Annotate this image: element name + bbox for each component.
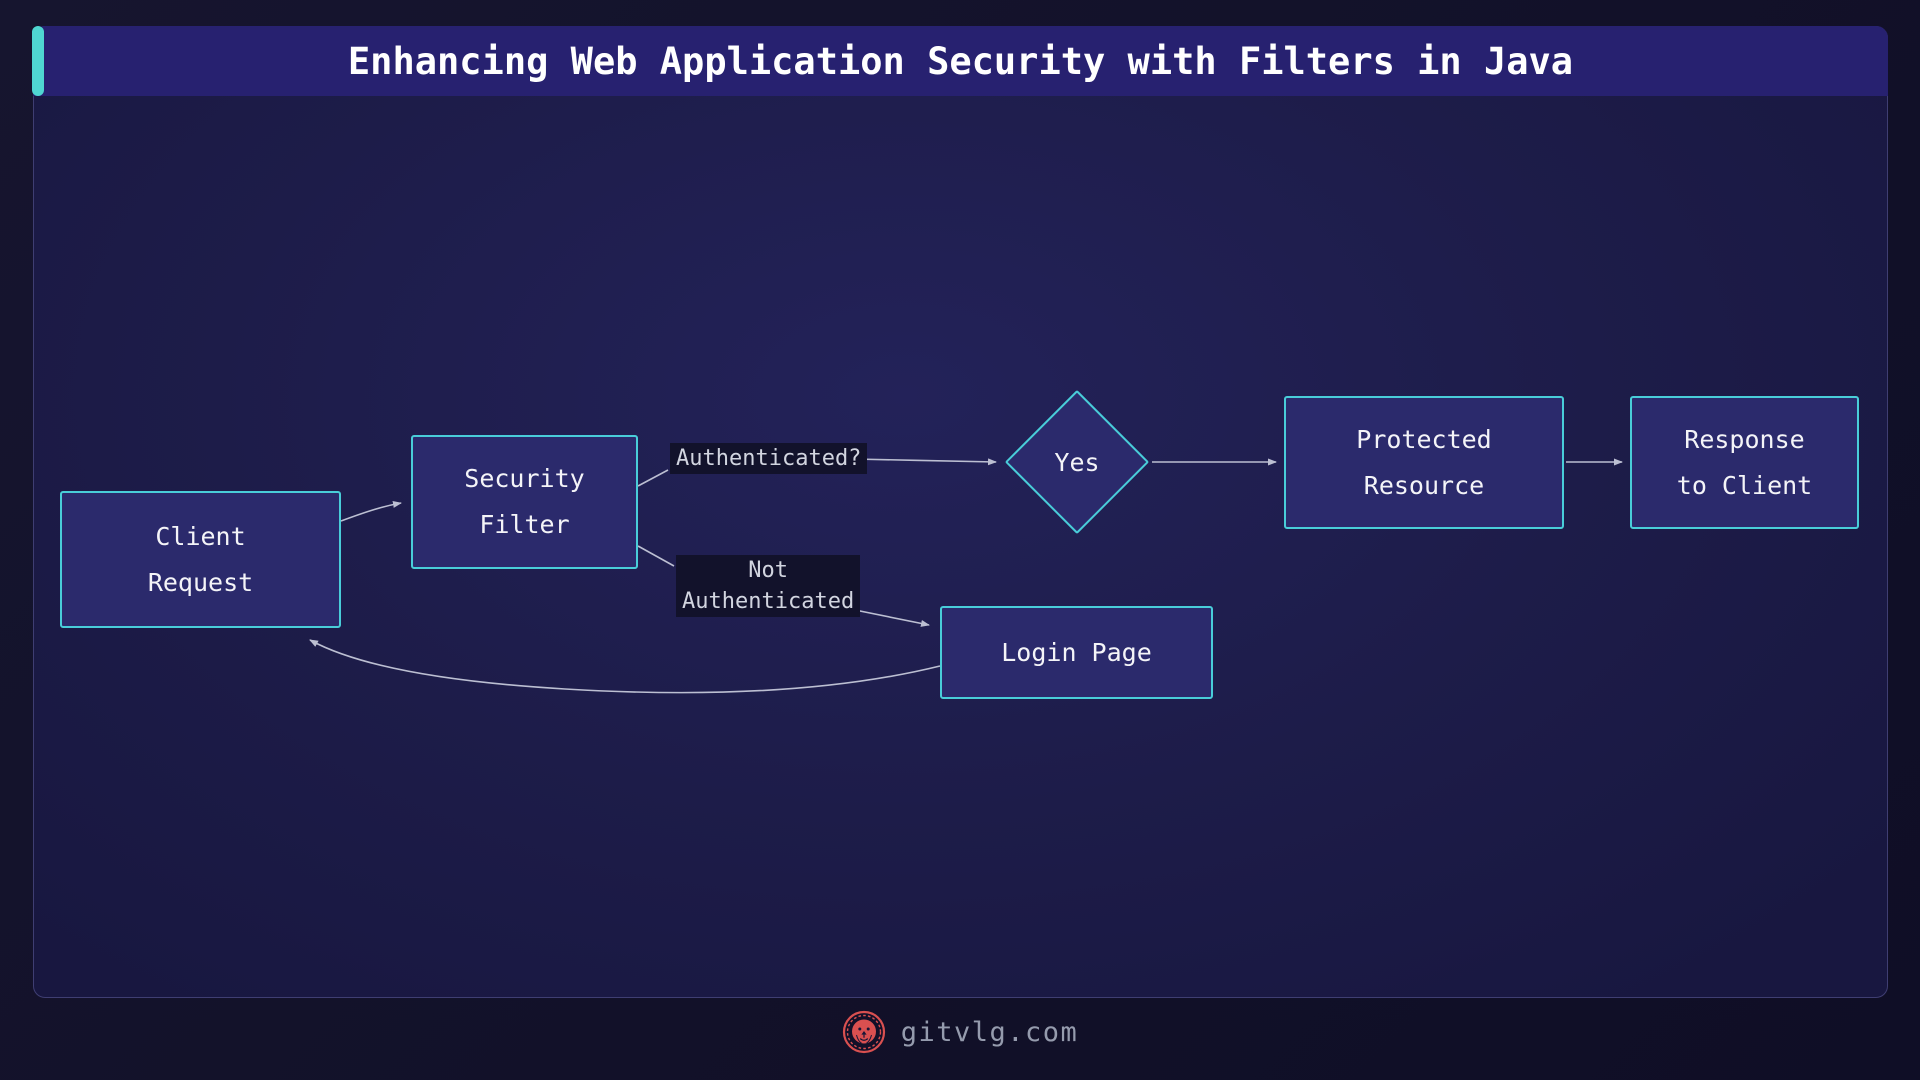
node-label-line: Response — [1684, 424, 1805, 454]
node-client-request: Client Request — [60, 491, 341, 628]
footer: gitvlg.com — [0, 1010, 1920, 1054]
node-label-line: Client — [155, 521, 246, 551]
page-title: Enhancing Web Application Security with … — [347, 39, 1574, 83]
node-response-to-client: Response to Client — [1630, 396, 1859, 529]
node-login-page: Login Page — [940, 606, 1213, 699]
edge-label-line: Not — [748, 558, 788, 583]
node-label-line: Protected — [1356, 424, 1492, 454]
node-label-line: Request — [147, 567, 254, 597]
node-label-line: Yes — [1054, 447, 1100, 477]
node-label-line: to Client — [1676, 470, 1813, 500]
node-label-line: Security — [464, 464, 585, 493]
node-security-filter: Security Filter — [411, 435, 638, 569]
node-decision-yes: Yes — [1004, 389, 1150, 535]
node-label-line: Filter — [479, 510, 570, 539]
node-protected-resource: Protected Resource — [1284, 396, 1564, 529]
edge-label-not-authenticated: Not Authenticated — [676, 555, 861, 617]
title-accent-bar — [32, 26, 44, 96]
edge-label-line: Authenticated? — [676, 446, 862, 471]
node-label-line: Login Page — [1001, 637, 1152, 667]
lion-logo-icon — [842, 1010, 885, 1054]
node-label-line: Resource — [1363, 470, 1485, 500]
footer-site-link[interactable]: gitvlg.com — [900, 1016, 1079, 1048]
edge-label-authenticated: Authenticated? — [670, 443, 868, 474]
edge-label-line: Authenticated — [682, 589, 855, 614]
title-bar: Enhancing Web Application Security with … — [32, 26, 1888, 96]
